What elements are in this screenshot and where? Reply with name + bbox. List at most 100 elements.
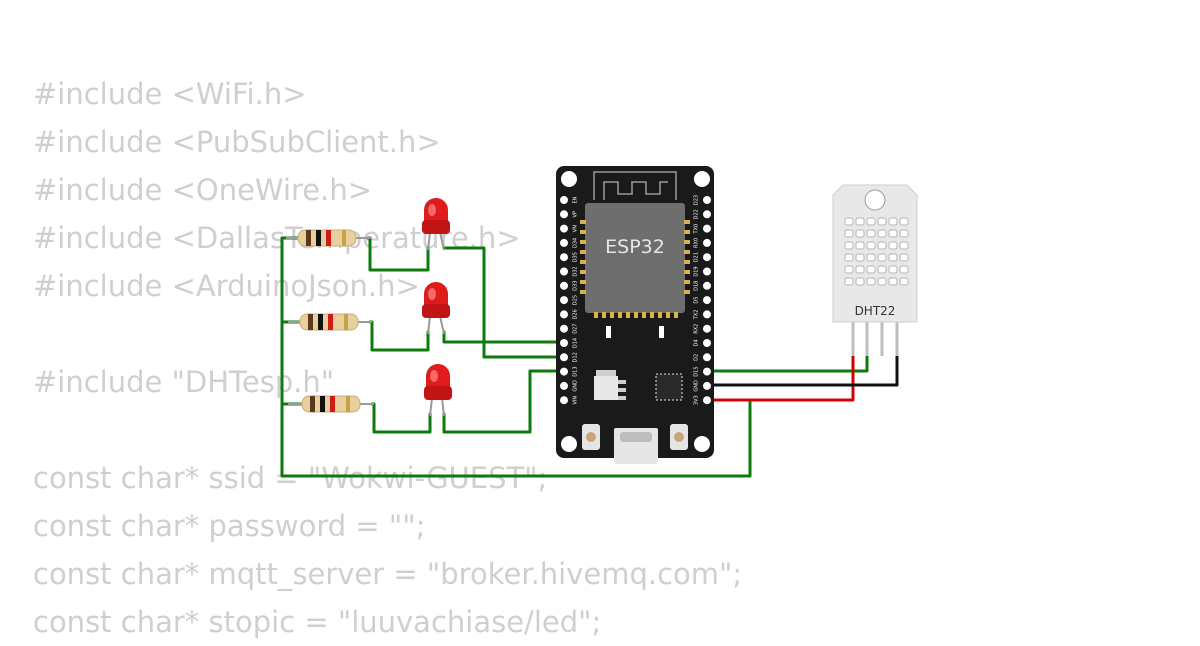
sensor-vent <box>877 277 887 286</box>
pin-label: VIN <box>573 396 579 405</box>
pin-label: D34 <box>573 238 579 248</box>
header-pin <box>702 237 712 248</box>
sensor-vent <box>877 229 887 238</box>
header-pin <box>702 252 712 263</box>
pin-label: RX0 <box>694 238 700 248</box>
header-pin <box>559 380 569 391</box>
header-pin <box>702 380 712 391</box>
header-pin <box>702 395 712 406</box>
wire-led1-res1 <box>366 236 430 272</box>
esp32-board: ESP32 <box>556 166 714 464</box>
sensor-vent <box>866 229 876 238</box>
code-line: #include <OneWire.h> <box>33 173 373 207</box>
pin-label: D2 <box>694 354 700 361</box>
sensor-vent <box>855 241 865 250</box>
pin-label: TX0 <box>694 224 700 235</box>
pin-label: TX2 <box>694 310 700 321</box>
pin-label: D19 <box>694 266 700 276</box>
pin-label: VN <box>573 225 579 232</box>
pin-label: D23 <box>694 195 700 205</box>
sensor-vent <box>888 217 898 226</box>
header-pin <box>702 338 712 348</box>
header-pin <box>559 223 569 234</box>
pin-label: D18 <box>694 281 700 291</box>
code-line: #include <PubSubClient.h> <box>33 125 441 159</box>
pin-label: D33 <box>573 281 579 291</box>
sensor-vent <box>844 277 854 286</box>
pin-label: D13 <box>573 366 579 376</box>
header-pin <box>559 309 569 320</box>
pin-label: D4 <box>694 339 700 346</box>
header-pin <box>559 323 569 334</box>
header-pin <box>559 266 569 277</box>
led-3 <box>424 364 452 417</box>
code-line: const char* password = ""; <box>33 509 426 543</box>
led-2 <box>422 282 450 335</box>
pin-label: D12 <box>573 352 579 362</box>
header-pin <box>559 252 569 263</box>
sensor-vent <box>888 253 898 262</box>
wire-dht-data <box>705 352 869 373</box>
sensor-vent <box>855 265 865 274</box>
sensor-vent <box>844 229 854 238</box>
wire-led1-board <box>442 246 565 359</box>
wire-led3-board <box>442 369 565 434</box>
header-pin <box>559 366 569 377</box>
pin-label: D32 <box>573 266 579 276</box>
sensor-vent <box>855 277 865 286</box>
sensor-vent <box>844 265 854 274</box>
resistor-2 <box>288 313 372 331</box>
header-pin <box>559 352 569 363</box>
sensor-vent <box>899 217 909 226</box>
sensor-vent <box>888 229 898 238</box>
sensor-vent <box>866 265 876 274</box>
wire-dht-vcc <box>707 354 855 402</box>
code-line: #include "DHTesp.h" <box>33 365 335 399</box>
header-pin <box>702 366 712 377</box>
sensor-vent <box>899 253 909 262</box>
sensor-vent <box>855 217 865 226</box>
wire-led2-board <box>442 330 565 344</box>
sensor-vent <box>877 241 887 250</box>
circuit-diagram: ESP32 <box>280 166 918 478</box>
header-pin <box>702 309 712 320</box>
header-pin <box>559 280 569 291</box>
pin-label: D25 <box>573 295 579 305</box>
sensor-vent <box>899 229 909 238</box>
pin-label: D35 <box>573 252 579 262</box>
code-line: const char* mqtt_server = "broker.hivemq… <box>33 557 743 591</box>
sensor-vent <box>866 277 876 286</box>
sensor-vent <box>888 277 898 286</box>
sensor-vent <box>866 241 876 250</box>
header-pin <box>559 209 569 220</box>
sensor-vent <box>855 229 865 238</box>
pin-label: VP <box>573 211 579 217</box>
sensor-vent <box>866 217 876 226</box>
sensor-vent <box>844 241 854 250</box>
code-line: #include <ArduinoJson.h> <box>33 269 420 303</box>
header-pin <box>702 266 712 277</box>
header-pin <box>559 237 569 248</box>
header-pin <box>559 195 569 205</box>
sensor-vent <box>899 277 909 286</box>
pin-label: D14 <box>573 338 579 348</box>
sensor-vent <box>877 265 887 274</box>
resistor-1 <box>286 229 372 247</box>
header-pin <box>559 295 569 306</box>
sensor-vent <box>899 265 909 274</box>
header-pin <box>702 223 712 234</box>
sensor-label: DHT22 <box>855 304 896 318</box>
sensor-vent <box>888 265 898 274</box>
wire-led3-res3 <box>370 402 432 434</box>
header-pin <box>702 280 712 291</box>
pin-label: RX2 <box>694 324 700 334</box>
pin-label: EN <box>573 196 579 203</box>
code-line: const char* ssid = "Wokwi-GUEST"; <box>33 461 548 495</box>
pin-label: D26 <box>573 309 579 319</box>
pin-label: D5 <box>694 297 700 304</box>
pin-label: D15 <box>694 366 700 376</box>
sensor-vent <box>877 217 887 226</box>
pin-label: D22 <box>694 209 700 219</box>
sensor-vent <box>888 241 898 250</box>
sensor-vent <box>866 253 876 262</box>
